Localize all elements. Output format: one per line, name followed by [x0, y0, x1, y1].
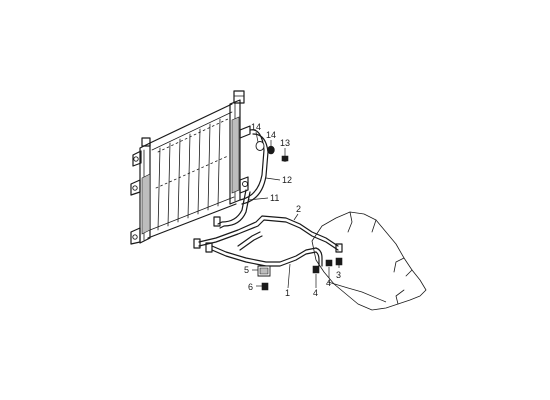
- callout-11: 11: [270, 193, 279, 203]
- callout-6: 6: [248, 282, 253, 292]
- radiator-core-fins: [155, 117, 231, 231]
- callout-5: 5: [244, 265, 249, 275]
- radiator-right-tank: [229, 90, 251, 205]
- callout-14-right: 14: [266, 130, 276, 140]
- callout-2: 2: [296, 204, 301, 214]
- callout-1: 1: [285, 288, 290, 298]
- nut-4-left: [312, 265, 320, 274]
- leader-lines: [247, 131, 387, 303]
- bolt-3: [335, 257, 343, 266]
- bolt-6: [261, 282, 269, 291]
- cooler-pipe-2: [193, 215, 343, 253]
- callout-13: 13: [280, 138, 290, 148]
- bolt-13: [281, 155, 289, 162]
- washer-14-left: [255, 141, 265, 151]
- washer-14-right: [267, 145, 275, 155]
- cooler-pipe-1: [205, 242, 323, 267]
- transmission-housing-outline: [311, 211, 427, 311]
- cooler-hose-11: [213, 189, 251, 229]
- nut-4-right: [325, 259, 333, 267]
- callout-4-left: 4: [313, 288, 318, 298]
- callout-3: 3: [336, 270, 341, 280]
- clip-5: [257, 265, 271, 277]
- cooler-connector-tube: [237, 231, 263, 251]
- callout-labels: 14 14 13 12 11 2 5 6 1 4 4 3: [244, 122, 341, 298]
- callout-14-left: 14: [251, 122, 261, 132]
- callout-4-right: 4: [326, 278, 331, 288]
- radiator-assembly: [130, 90, 251, 245]
- cooler-hose-12: [239, 129, 269, 205]
- callout-12: 12: [282, 175, 292, 185]
- radiator-left-tank: [130, 137, 151, 245]
